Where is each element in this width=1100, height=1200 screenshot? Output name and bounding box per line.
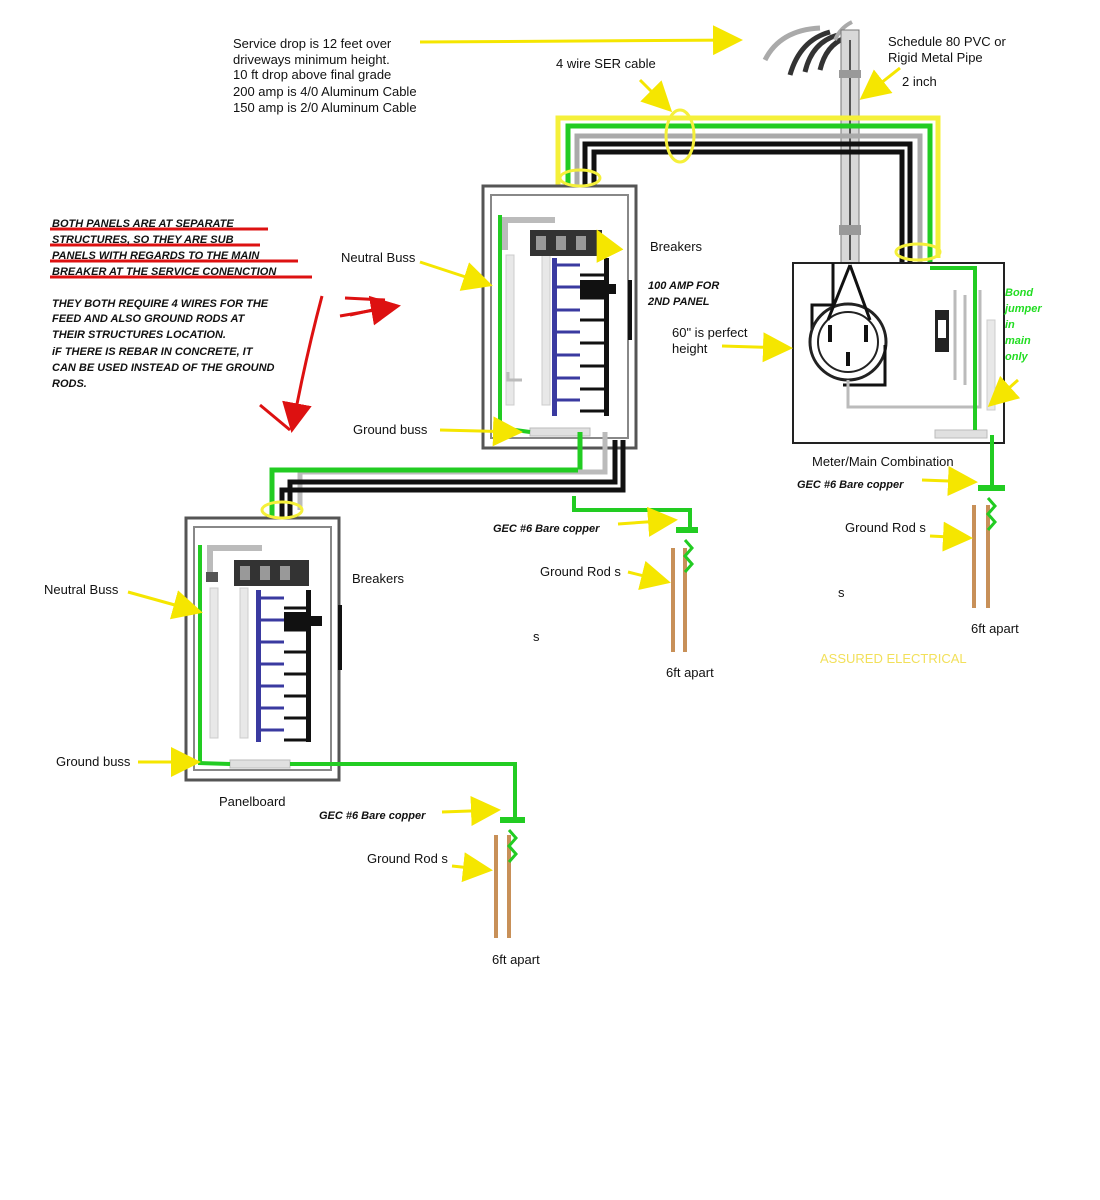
meter-height-note-line-1: 60" is perfect bbox=[672, 325, 748, 340]
feeder-cable bbox=[269, 432, 626, 530]
bond-jumper-line-1: Bond bbox=[1005, 287, 1033, 299]
red-note-line-3: PANELS WITH REGARDS TO THE MAIN bbox=[52, 250, 260, 262]
red-annotation-marks bbox=[50, 227, 401, 433]
bond-jumper-line-2: jumper bbox=[1003, 303, 1042, 315]
ground-rods-panel1 bbox=[671, 527, 698, 652]
red-note-line-2: STRUCTURES, SO THEY ARE SUB bbox=[52, 234, 234, 246]
service-drop-line-4: 200 amp is 4/0 Aluminum Cable bbox=[233, 84, 417, 99]
pipe-size-label: 2 inch bbox=[902, 74, 937, 89]
cable-clamp-panel1 bbox=[558, 168, 602, 188]
red-note-line-6: FEED AND ALSO GROUND RODS AT bbox=[52, 313, 246, 325]
service-drop-line-2: driveways minimum height. bbox=[233, 52, 390, 67]
red-note-line-5: THEY BOTH REQUIRE 4 WIRES FOR THE bbox=[52, 298, 269, 310]
pipe-label-line-1: Schedule 80 PVC or bbox=[888, 34, 1006, 49]
bond-jumper-note: Bond jumper in main only bbox=[1003, 287, 1042, 363]
panel1-ground-buss-label: Ground buss bbox=[353, 422, 428, 437]
bond-jumper-line-3: in bbox=[1005, 319, 1015, 331]
panel2-ground-rods-label: Ground Rod s bbox=[367, 851, 448, 866]
service-drop-line-1: Service drop is 12 feet over bbox=[233, 36, 392, 51]
service-drop-notes: Service drop is 12 feet over driveways m… bbox=[233, 36, 417, 115]
panel1-neutral-buss-label: Neutral Buss bbox=[341, 250, 416, 265]
red-note-line-9: CAN BE USED INSTEAD OF THE GROUND bbox=[52, 362, 275, 374]
panel1-ground-rods-label: Ground Rod s bbox=[540, 564, 621, 579]
meter-title: Meter/Main Combination bbox=[812, 454, 954, 469]
panel2-gec-label: GEC #6 Bare copper bbox=[319, 810, 426, 822]
yellow-arrows bbox=[127, 25, 1021, 883]
panel2-breakers-label: Breakers bbox=[352, 571, 405, 586]
watermark: ASSURED ELECTRICAL bbox=[820, 651, 967, 666]
panel1-gec-label: GEC #6 Bare copper bbox=[493, 523, 600, 535]
panelboard bbox=[184, 516, 342, 782]
panel2-apart-label: 6ft apart bbox=[492, 952, 540, 967]
panel1-stray-label: s bbox=[533, 629, 540, 644]
panel2-neutral-buss-label: Neutral Buss bbox=[44, 582, 119, 597]
ground-rods-panel2 bbox=[494, 817, 525, 938]
red-notes: BOTH PANELS ARE AT SEPARATE STRUCTURES, … bbox=[52, 218, 277, 390]
red-note-line-1: BOTH PANELS ARE AT SEPARATE bbox=[52, 218, 234, 230]
panel2-title: Panelboard bbox=[219, 794, 286, 809]
gec-wire-panel2 bbox=[290, 762, 517, 818]
cable-clamp-panel2 bbox=[260, 500, 304, 520]
panel2-ground-buss-label: Ground buss bbox=[56, 754, 131, 769]
red-note-line-8: iF THERE IS REBAR IN CONCRETE, IT bbox=[52, 346, 254, 358]
red-note-line-7: THEIR STRUCTURES LOCATION. bbox=[52, 329, 226, 341]
meter-apart-label: 6ft apart bbox=[971, 621, 1019, 636]
red-note-line-10: RODS. bbox=[52, 378, 87, 390]
meter-stray-label: s bbox=[838, 585, 845, 600]
cable-clamp-meter bbox=[894, 242, 942, 262]
panel1-apart-label: 6ft apart bbox=[666, 665, 714, 680]
meter-gec-label: GEC #6 Bare copper bbox=[797, 479, 904, 491]
panel1-amp-note-line-2: 2ND PANEL bbox=[647, 296, 710, 308]
red-note-line-4: BREAKER AT THE SERVICE CONENCTION bbox=[52, 266, 277, 278]
bond-jumper-line-4: main bbox=[1005, 335, 1031, 347]
service-drop-line-3: 10 ft drop above final grade bbox=[233, 67, 391, 82]
meter-height-note-line-2: height bbox=[672, 341, 708, 356]
sub-panel-1 bbox=[481, 184, 638, 450]
panel1-breakers-label: Breakers bbox=[650, 239, 703, 254]
service-drop-line-5: 150 amp is 2/0 Aluminum Cable bbox=[233, 100, 417, 115]
meter-ground-rods-label: Ground Rod s bbox=[845, 520, 926, 535]
ser-cable-label: 4 wire SER cable bbox=[556, 56, 656, 71]
meter-main bbox=[792, 262, 1005, 444]
gec-wire-panel1 bbox=[572, 496, 692, 530]
ground-rods-meter bbox=[972, 485, 1005, 608]
panel1-amp-note-line-1: 100 AMP FOR bbox=[648, 280, 719, 292]
pipe-label-line-2: Rigid Metal Pipe bbox=[888, 50, 983, 65]
cable-clamp-top bbox=[664, 108, 696, 164]
bond-jumper-line-5: only bbox=[1005, 351, 1028, 363]
